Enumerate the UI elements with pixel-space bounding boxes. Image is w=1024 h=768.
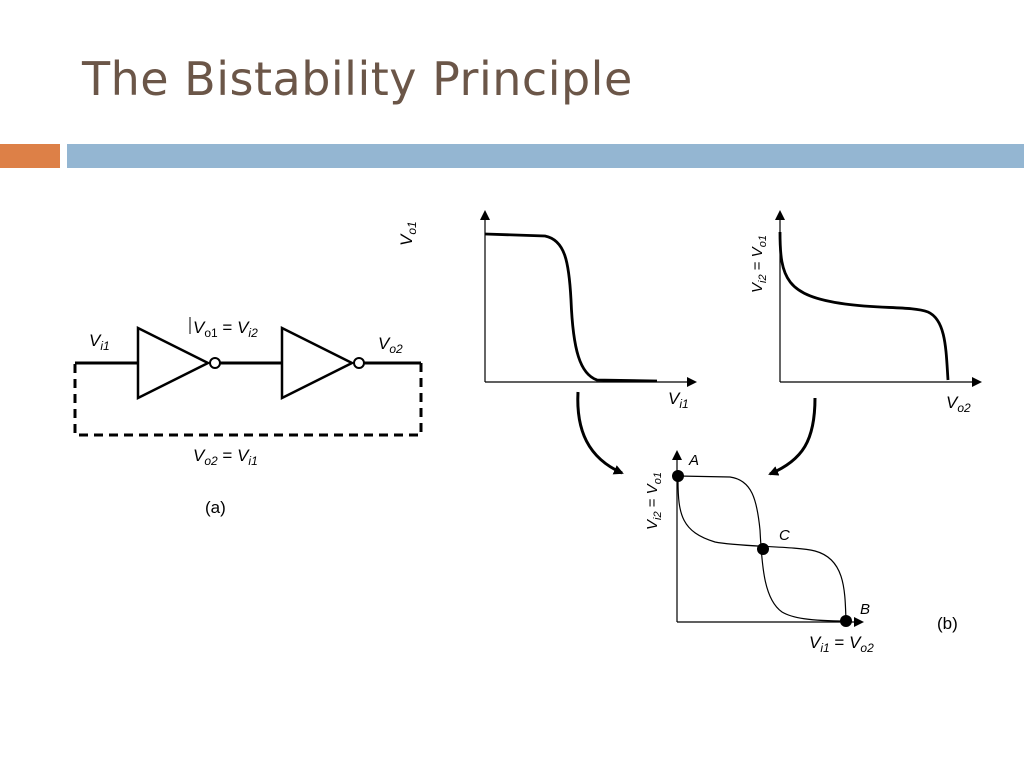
accent-bar-blue — [67, 144, 1024, 168]
point-b-label: B — [860, 601, 870, 618]
combined-xlabel: Vi1 = Vo2 — [809, 633, 874, 655]
label-vi1-input: Vi1 — [89, 331, 110, 353]
combined-ylabel: Vi2 = Vo1 — [644, 472, 664, 530]
point-a-label: A — [688, 452, 699, 469]
caption-b: (b) — [937, 614, 958, 633]
combined-axes — [672, 450, 864, 627]
label-vo2-output: Vo2 — [378, 334, 403, 356]
inverter-1-bubble — [209, 357, 221, 369]
vtc1-axes — [480, 210, 697, 387]
caption-a: (a) — [205, 498, 226, 517]
vtc2-xlabel: Vo2 — [946, 393, 971, 415]
inverter-loop-circuit — [73, 317, 423, 437]
arrow-right-curved — [768, 397, 817, 476]
point-c-label: C — [779, 527, 790, 544]
point-b-dot — [840, 615, 852, 627]
vtc2-curve — [778, 231, 950, 381]
vtc1-xlabel: Vi1 — [668, 389, 689, 411]
vtc1-curve — [484, 232, 658, 383]
combined-curve-vtc1 — [677, 475, 847, 622]
label-vo1-vi2: Vo1 = Vi2 — [193, 318, 258, 340]
point-a-dot — [672, 470, 684, 482]
inverter-2 — [280, 325, 355, 401]
accent-bar-orange — [0, 144, 60, 168]
inverter-2-bubble — [353, 357, 365, 369]
vtc2-ylabel: Vi2 = Vo1 — [749, 235, 769, 293]
vtc1-ylabel: Vo1 — [397, 221, 419, 246]
slide-title: The Bistability Principle — [82, 52, 633, 106]
feedback-wire — [73, 363, 423, 437]
label-feedback: Vo2 = Vi1 — [193, 446, 258, 468]
arrow-left-curved — [576, 391, 624, 475]
point-c-dot — [757, 543, 769, 555]
inverter-1 — [136, 325, 211, 401]
